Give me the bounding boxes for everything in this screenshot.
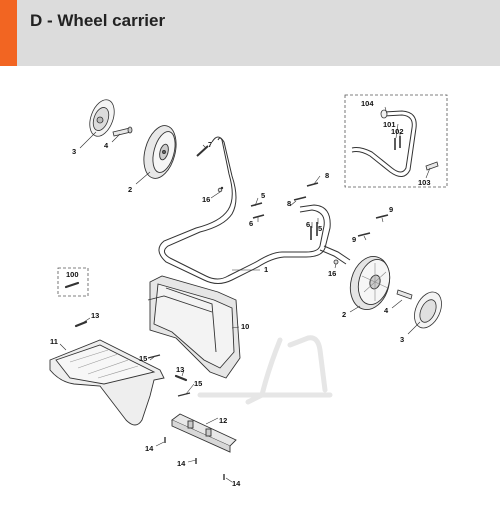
callout-5-right: 5 [318, 224, 322, 233]
wheel-right [349, 256, 391, 310]
leader-lines [59, 106, 431, 483]
callout-103: 103 [418, 178, 431, 187]
callout-15-lower: 15 [194, 379, 202, 388]
frame-tube [158, 136, 351, 284]
bar-12 [171, 413, 237, 453]
callout-16-left: 16 [202, 195, 210, 204]
callout-4-right: 4 [384, 306, 389, 315]
wheel-left [143, 125, 177, 179]
small-screws [74, 320, 225, 480]
callout-102: 102 [391, 127, 404, 136]
skid-plate-11 [49, 339, 165, 426]
inset-handle-box [344, 94, 448, 188]
callout-11: 11 [50, 337, 58, 346]
header-accent [0, 0, 17, 66]
hub-cap-left [89, 99, 115, 137]
callout-16-right: 16 [328, 269, 336, 278]
callout-6-center: 6 [249, 219, 253, 228]
ghost-frame [197, 335, 333, 405]
callout-9-upper: 9 [389, 205, 393, 214]
callout-8-lower: 8 [287, 199, 291, 208]
header-bar: D - Wheel carrier [0, 0, 500, 66]
callout-8-upper: 8 [325, 171, 329, 180]
callout-100: 100 [66, 270, 79, 279]
callout-labels: 1 2 2 3 3 4 4 5 5 6 6 7 8 8 9 9 10 11 12… [50, 99, 431, 488]
callout-7: 7 [208, 140, 212, 149]
axle-pin-left [112, 126, 133, 137]
callout-6-right: 6 [306, 220, 310, 229]
hub-cap-right [414, 291, 442, 329]
callout-15-upper: 15 [139, 354, 147, 363]
callout-10: 10 [241, 322, 249, 331]
callout-5-center: 5 [261, 191, 265, 200]
callout-101: 101 [383, 120, 396, 129]
callout-3-left: 3 [72, 147, 76, 156]
callout-12: 12 [219, 416, 227, 425]
inset-pin-box [57, 267, 89, 297]
callout-14-b: 14 [177, 459, 186, 468]
page-title: D - Wheel carrier [30, 11, 166, 30]
callout-2-right: 2 [342, 310, 346, 319]
callout-14-c: 14 [232, 479, 241, 488]
callout-4-left: 4 [104, 141, 109, 150]
callout-14-a: 14 [145, 444, 154, 453]
callout-13-left: 13 [91, 311, 99, 320]
callout-9-lower: 9 [352, 235, 356, 244]
callout-1: 1 [264, 265, 268, 274]
pin-7 [196, 145, 209, 157]
callout-3-right: 3 [400, 335, 404, 344]
callout-104: 104 [361, 99, 374, 108]
small-fasteners [217, 182, 389, 265]
bracket-10 [147, 275, 241, 379]
callout-13-center: 13 [176, 365, 184, 374]
axle-pin-right [396, 289, 413, 300]
callout-2-left: 2 [128, 185, 132, 194]
